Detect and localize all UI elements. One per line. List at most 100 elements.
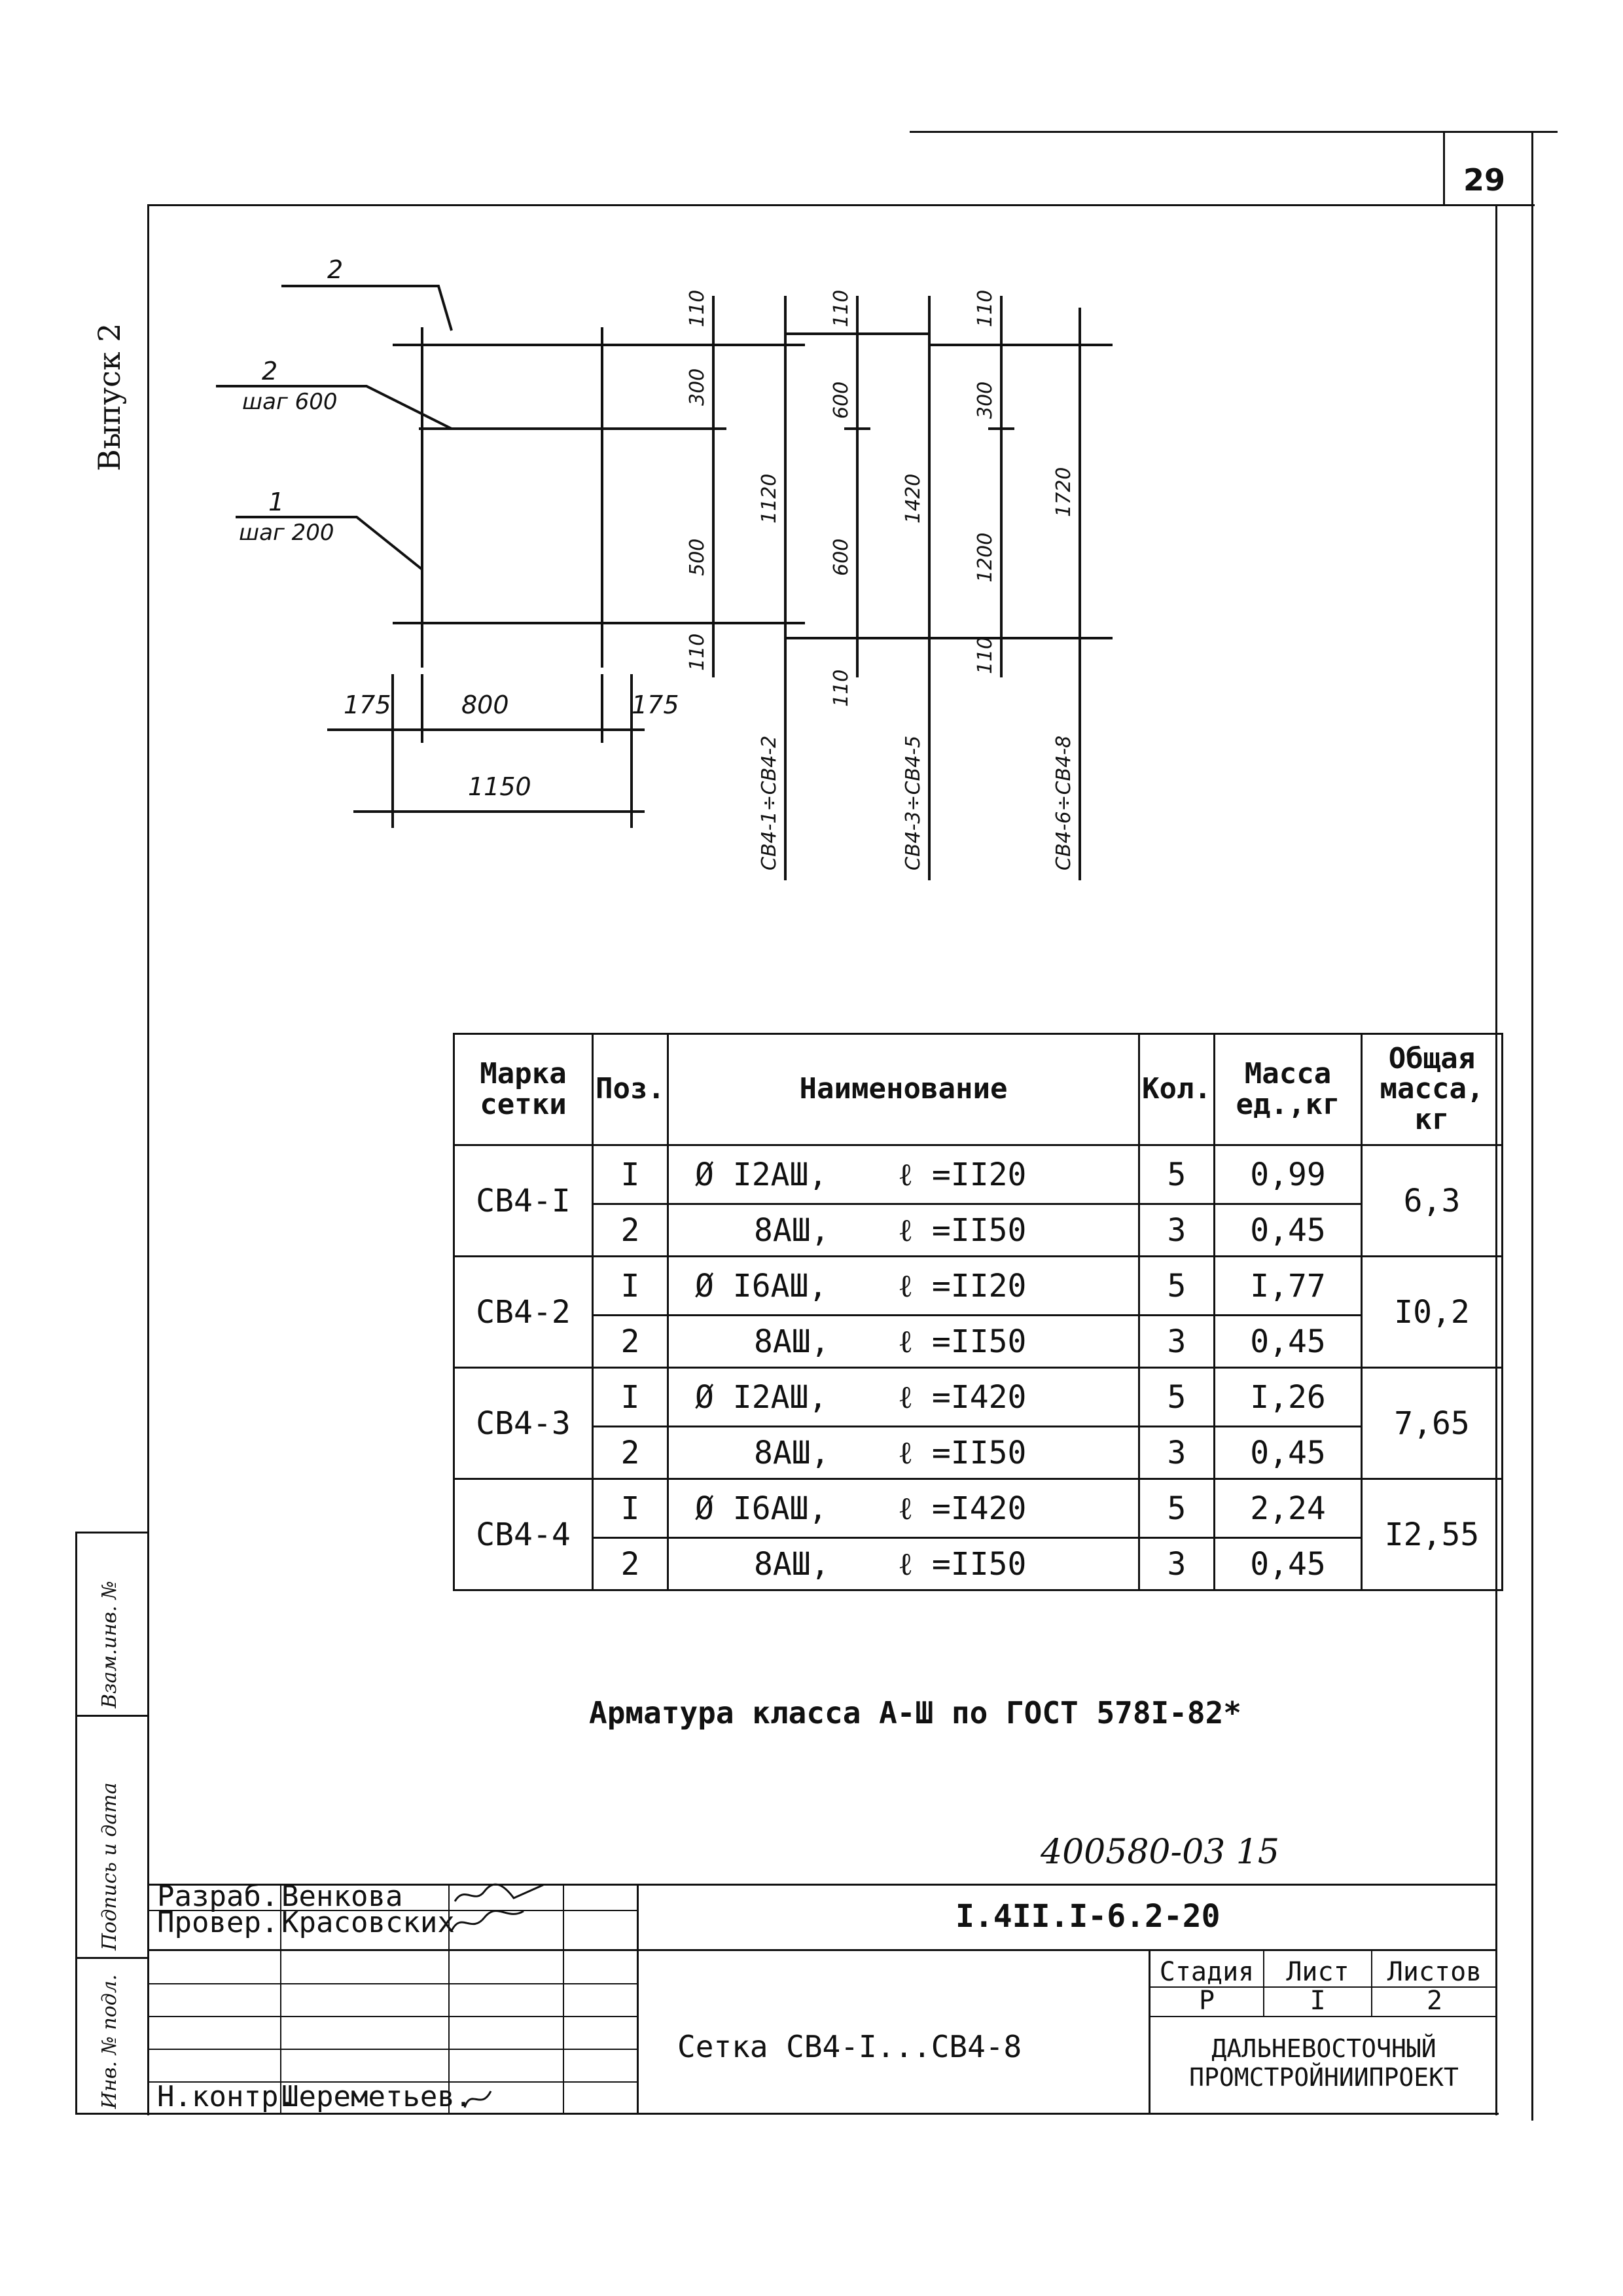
signature-checker (450, 1910, 524, 1931)
qty-cell: 5 (1138, 1367, 1215, 1427)
frame-right-outer-line (1531, 131, 1533, 2121)
vdim-3-110-top: 110 (974, 290, 997, 327)
length: ℓ =II50 (898, 1211, 1027, 1249)
group-label-3: СВ4-6÷СВ4-8 (1052, 736, 1075, 870)
vdim-1-total: 1120 (758, 474, 781, 524)
mesh-drawing: 2 2 шаг 600 1 шаг 200 175 800 175 1150 1… (216, 255, 1113, 880)
side-stamp-sep-2 (75, 1715, 149, 1717)
diameter: 8AШ, (754, 1545, 830, 1583)
header-mark: Марка сетки (453, 1033, 594, 1146)
length: ℓ =II20 (898, 1267, 1027, 1304)
frame-top-line (910, 131, 1558, 133)
vdim-3-1200: 1200 (974, 533, 997, 583)
mark-cell: СВ4-I (453, 1144, 594, 1257)
name-cell: 8AШ, ℓ =II50 (667, 1537, 1140, 1591)
diameter: 8AШ, (754, 1211, 830, 1249)
hdim-175-right: 175 (632, 691, 679, 719)
table-row: СВ4-2 I Ø I6AШ,ℓ =II20 5 I,77 I0,2 (453, 1255, 1503, 1369)
qty-cell: 5 (1138, 1478, 1215, 1539)
name-cell: 8AШ, ℓ =II50 (667, 1203, 1140, 1257)
vdim-3-300: 300 (974, 382, 997, 419)
handwritten-inventory-code: 400580-03 15 (1041, 1833, 1279, 1872)
pos-cell: I (592, 1478, 669, 1539)
total-cell: I0,2 (1361, 1255, 1503, 1369)
length: ℓ =II50 (898, 1545, 1027, 1583)
sheets-value: 2 (1426, 1986, 1443, 2016)
total-cell: 7,65 (1361, 1367, 1503, 1480)
vdim-2-110-bottom: 110 (830, 670, 853, 707)
diameter: Ø I6AШ, (695, 1490, 828, 1527)
sheet-header: Лист (1286, 1957, 1349, 1987)
callout-step-3: шаг 200 (239, 520, 334, 546)
spec-table: Марка сетки Поз. Наименование Кол. Масса… (453, 1033, 1503, 1591)
table-row: СВ4-I I Ø I2AШ,ℓ =II20 5 0,99 6,3 (453, 1144, 1503, 1257)
vdim-2-600-top: 600 (830, 382, 853, 419)
total-cell: 6,3 (1361, 1144, 1503, 1257)
mass-cell: 0,45 (1213, 1314, 1363, 1369)
sheet-title: Сетка СВ4-I...СВ4-8 (677, 2029, 1022, 2064)
side-stamp-left-line (75, 1532, 77, 2114)
header-unit-mass: Масса ед.,кг (1213, 1033, 1363, 1146)
length: ℓ =II50 (898, 1323, 1027, 1360)
name-developer: Венкова (281, 1880, 403, 1913)
role-developer: Разраб. (157, 1880, 279, 1913)
length: ℓ =I420 (898, 1378, 1027, 1416)
header-pos: Поз. (592, 1033, 669, 1146)
rebar-class-note: Арматура класса А-Ш по ГОСТ 578I-82* (589, 1695, 1241, 1731)
diameter: 8AШ, (754, 1323, 830, 1360)
table-row: 2 8AШ, ℓ =II50 3 0,45 (454, 1537, 1503, 1591)
qty-cell: 3 (1138, 1537, 1215, 1591)
frame-left-line (147, 204, 149, 2115)
sheets-header: Листов (1387, 1957, 1482, 1987)
frame-top-line-2 (147, 204, 1535, 206)
pos-cell: I (592, 1367, 669, 1427)
hdim-800: 800 (461, 691, 509, 719)
hdim-175-left: 175 (344, 691, 391, 719)
vdim-1-300: 300 (686, 368, 709, 406)
leader-1 (281, 285, 453, 331)
name-cell: Ø I2AШ,ℓ =II20 (667, 1144, 1140, 1205)
total-cell: I2,55 (1361, 1478, 1503, 1591)
vdim-3-110-bottom: 110 (974, 637, 997, 674)
name-cell: Ø I6AШ, ℓ =II20 (667, 1255, 1140, 1316)
length: ℓ =II50 (898, 1434, 1027, 1471)
vdim-2-600-bottom: 600 (830, 539, 853, 576)
diameter: 8AШ, (754, 1434, 830, 1471)
pos-cell: 2 (592, 1314, 669, 1369)
table-row: 2 8AШ,ℓ =II50 3 0,45 (454, 1203, 1503, 1257)
stage-value: Р (1198, 1986, 1215, 2016)
table-row: СВ4-3 I Ø I2AШ,ℓ =I420 5 I,26 7,65 (453, 1367, 1503, 1480)
diameter: Ø I2AШ, (695, 1156, 828, 1193)
qty-cell: 5 (1138, 1255, 1215, 1316)
mass-cell: 0,99 (1213, 1144, 1363, 1205)
diameter: Ø I6AШ, (695, 1267, 828, 1304)
spec-header-row: Марка сетки Поз. Наименование Кол. Масса… (453, 1033, 1503, 1146)
mass-cell: 0,45 (1213, 1537, 1363, 1591)
role-checker: Провер. (157, 1906, 279, 1939)
side-stamp-sep-3 (75, 1957, 149, 1959)
table-row: СВ4-4 I Ø I6AШ,ℓ =I420 5 2,24 I2,55 (453, 1478, 1503, 1591)
role-norm-control: Н.контр. (157, 2080, 296, 2113)
name-cell: 8AШ, ℓ =II50 (667, 1426, 1140, 1480)
signature-developer (454, 1883, 544, 1902)
vdim-3-total: 1720 (1052, 467, 1075, 517)
vdim-2-110-top: 110 (830, 290, 853, 327)
sheet-value: I (1310, 1986, 1326, 2016)
mark-cell: СВ4-4 (453, 1478, 594, 1591)
table-row: 2 8AШ, ℓ =II50 3 0,45 (454, 1314, 1503, 1369)
name-cell: Ø I6AШ,ℓ =I420 (667, 1478, 1140, 1539)
callout-step-2: шаг 600 (242, 389, 338, 415)
pos-cell: 2 (592, 1537, 669, 1591)
callout-pos-1: 2 (327, 255, 343, 284)
qty-cell: 3 (1138, 1314, 1215, 1369)
mark-cell: СВ4-3 (453, 1367, 594, 1480)
side-stamp-replace-inv: Взам.инв. № (98, 1581, 121, 1708)
name-cell: 8AШ, ℓ =II50 (667, 1314, 1140, 1369)
header-name: Наименование (667, 1033, 1140, 1146)
mass-cell: 0,45 (1213, 1426, 1363, 1480)
side-stamp-orig-inv: Инв. № подл. (98, 1974, 121, 2109)
mark-cell: СВ4-2 (453, 1255, 594, 1369)
pos-cell: I (592, 1144, 669, 1205)
mass-cell: 2,24 (1213, 1478, 1363, 1539)
vdim-2-total: 1420 (902, 474, 925, 524)
